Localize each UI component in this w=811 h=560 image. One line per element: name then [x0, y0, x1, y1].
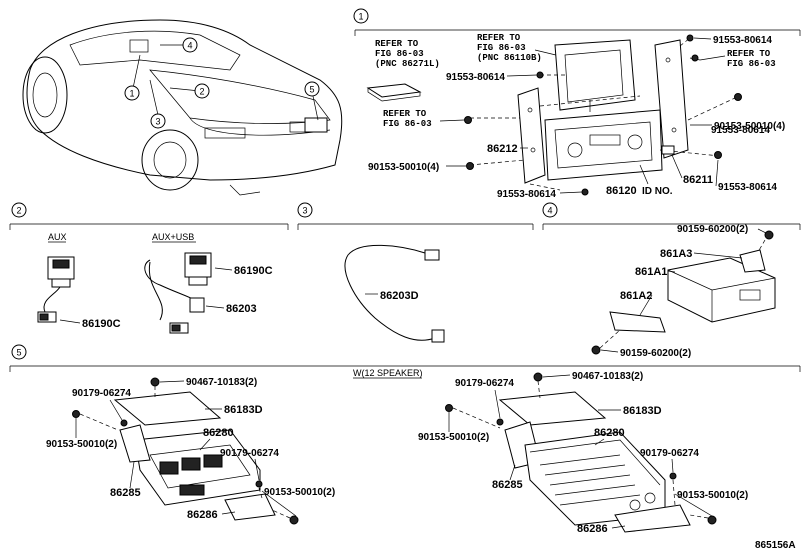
part-label-86211: 86211 [683, 174, 713, 186]
diagram-label: REFER TO [477, 33, 521, 43]
bracket-86286-left [224, 493, 276, 521]
part-label-90153-right: 90153-50010(4) [714, 121, 785, 132]
section-3-marker [297, 202, 313, 218]
part-label-90179-left-bottom: 90179-06274 [220, 448, 279, 459]
car-callout-2: 2 [194, 83, 210, 99]
part-label-86285-left: 86285 [110, 487, 141, 499]
car-illustration: 1 2 3 4 5 [22, 19, 343, 196]
diagram-label: FIG 86-03 [727, 59, 776, 69]
diagram-label: REFER TO [727, 49, 771, 59]
part-label-86286-left: 86286 [187, 509, 218, 521]
part-label-86190c-aux: 86190C [82, 318, 121, 330]
diagram-label: 1 [129, 89, 134, 99]
figure-id: 865156A [755, 540, 796, 551]
diagram-label: FIG 86-03 [477, 43, 526, 53]
part-label-86183d-right: 86183D [623, 405, 662, 417]
part-label-86285-right: 86285 [492, 479, 523, 491]
part-label-90179-right-bottom: 90179-06274 [640, 448, 699, 459]
display-unit-part [554, 39, 636, 111]
diagram-label: 3 [155, 117, 160, 127]
part-label-86183d-left: 86183D [224, 404, 263, 416]
diagram-label: 5 [309, 85, 314, 95]
part-label-90179-right-top: 90179-06274 [455, 378, 514, 389]
section-1: 1 REFER TO FIG 86-03 (PNC 86271L) REFER … [353, 8, 801, 200]
diagram-label: (PNC 86271L) [375, 59, 440, 69]
module-861a1-part [667, 257, 776, 323]
diagram-label: 2 [16, 206, 21, 216]
part-label-90159-bottom: 90159-60200(2) [620, 348, 691, 359]
section-2-marker [11, 202, 27, 218]
diagram-label: FIG 86-03 [375, 49, 424, 59]
diagram-label: 1 [358, 12, 363, 22]
part-label-90153-right-bottom: 90153-50010(2) [677, 490, 748, 501]
part-label-86190c-usb: 86190C [234, 265, 273, 277]
section-1-marker [353, 8, 369, 24]
section-5: 5 W(12 SPEAKER) 90179-06274 90467-10183(… [9, 344, 801, 535]
refer-to-label: REFER TO [375, 39, 419, 49]
part-label-861a2: 861A2 [620, 290, 652, 302]
bracket-86285-left [119, 424, 151, 463]
diagram-label: REFER TO [383, 109, 427, 119]
part-label-861a1: 861A1 [635, 266, 667, 278]
part-label-90467-left: 90467-10183(2) [186, 377, 257, 388]
diagram-label: 4 [547, 206, 552, 216]
bracket-86183d-left [113, 391, 222, 426]
part-label-86280-right: 86280 [594, 427, 625, 439]
part-label-90179-left-top: 90179-06274 [72, 388, 131, 399]
cable-86203d-part [344, 244, 436, 341]
section-2: 2 AUX AUX+USB 86190C 86190C 86203 [9, 202, 289, 334]
diagram-label: 2 [199, 87, 204, 97]
aux-heading: AUX [48, 232, 67, 242]
car-callout-4: 4 [182, 37, 198, 53]
part-label-90467-right: 90467-10183(2) [572, 371, 643, 382]
diagram-label: 5 [16, 348, 21, 358]
diagram-label: 91553-80614 [711, 125, 770, 136]
section-5-marker [11, 344, 27, 360]
section-3: 3 86203D [297, 202, 534, 343]
part-label-90153-right-top: 90153-50010(2) [418, 432, 489, 443]
part-label-90153-left: 90153-50010(4) [368, 162, 439, 173]
part-label-91553-top-left: 91553-80614 [446, 72, 505, 83]
bracket-861a2-part [609, 311, 666, 333]
aux-usb-heading: AUX+USB [152, 232, 194, 242]
part-label-91553-bottom: 91553-80614 [497, 189, 556, 200]
part-label-86212: 86212 [487, 143, 518, 155]
part-label-861a3: 861A3 [660, 248, 692, 260]
car-callout-5: 5 [304, 81, 320, 97]
diagram-label: (PNC 86110B) [477, 53, 542, 63]
right-bracket-part [654, 39, 689, 159]
navigation-ecu-part [366, 83, 422, 98]
part-label-86203: 86203 [226, 303, 257, 315]
part-label-86286-right: 86286 [577, 523, 608, 535]
part-label-86203d: 86203D [380, 290, 419, 302]
diagram-label: 4 [187, 41, 192, 51]
part-label-86280-left: 86280 [203, 427, 234, 439]
part-label-91553-bottom-right: 91553-80614 [718, 182, 777, 193]
part-label-91553-top-right: 91553-80614 [713, 35, 772, 46]
section-4: 4 90159-60200(2) 861A3 861A1 861A2 90159… [542, 202, 801, 359]
id-tag-part [661, 145, 675, 155]
car-callout-3: 3 [150, 113, 166, 129]
w12-speaker-heading: W(12 SPEAKER) [353, 368, 423, 378]
car-callout-1: 1 [124, 85, 140, 101]
id-no-label: ID NO. [642, 186, 673, 197]
diagram-label: FIG 86-03 [383, 119, 432, 129]
bracket-86183d-right [498, 391, 607, 426]
part-label-90159-top: 90159-60200(2) [677, 224, 748, 235]
part-label-86120: 86120 [606, 185, 637, 197]
bracket-861a3-part [739, 249, 766, 273]
diagram-label: 3 [302, 206, 307, 216]
part-label-90153-left-bottom: 90153-50010(2) [264, 487, 335, 498]
section-4-marker [542, 202, 558, 218]
part-label-90153-left-top: 90153-50010(2) [46, 439, 117, 450]
left-bracket-part [517, 87, 546, 184]
